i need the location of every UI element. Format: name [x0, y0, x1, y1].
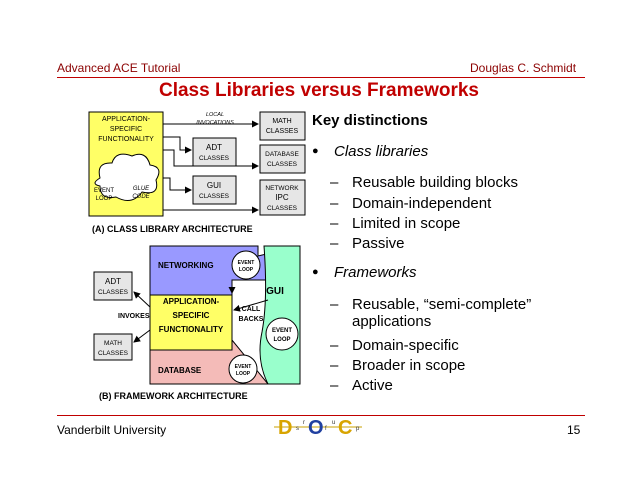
header-course-title: Advanced ACE Tutorial	[57, 61, 181, 75]
page-number: 15	[567, 423, 581, 437]
math-b-2: CLASSES	[98, 350, 129, 357]
database-classes-box-a	[259, 144, 306, 174]
event-loop-top-2: LOOP	[239, 267, 254, 273]
app-specific-box-b	[149, 294, 233, 351]
invocation-line-gui	[163, 177, 192, 194]
svg-text:D: D	[278, 417, 292, 439]
class-lib-item: –Domain-independent	[330, 195, 492, 212]
networking-label: NETWORKING	[158, 261, 214, 270]
math-a-1: MATH	[272, 118, 291, 125]
app-label-a-2: SPECIFIC	[110, 126, 142, 133]
glue-code-2: CODE	[132, 194, 150, 200]
svg-text:p: p	[356, 426, 360, 432]
event-loop-bottom-1: EVENT	[235, 364, 252, 370]
local-invocations-1: LOCAL	[206, 112, 224, 118]
event-loop-gui-2: LOOP	[273, 337, 290, 343]
key-distinctions-title: Key distinctions	[312, 112, 428, 129]
svg-text:O: O	[308, 417, 324, 439]
callbacks-2: BACKS	[239, 316, 264, 323]
svg-text:f: f	[325, 426, 327, 432]
framework-item: –Active	[330, 377, 393, 394]
framework-item: –Broader in scope	[330, 357, 466, 374]
framework-item: –Reusable, “semi-complete”applications	[330, 296, 532, 330]
footer-university: Vanderbilt University	[57, 423, 167, 437]
glue-code-1: GLUE	[133, 186, 150, 192]
bullet-dot-icon: ●	[312, 266, 319, 278]
app-label-b-2: SPECIFIC	[173, 311, 210, 320]
gui-region	[259, 245, 301, 385]
glue-code-cloud-icon	[94, 153, 160, 202]
class-lib-item: –Passive	[330, 235, 405, 252]
math-a-2: CLASSES	[266, 128, 299, 135]
database-label-b: DATABASE	[158, 366, 202, 375]
slide-title: Class Libraries versus Frameworks	[158, 80, 479, 101]
app-label-b-3: FUNCTIONALITY	[159, 325, 224, 334]
svg-text:s: s	[296, 426, 299, 432]
adt-a-1: ADT	[206, 143, 222, 152]
gui-classes-box-a	[192, 175, 237, 205]
event-loop-bottom-icon	[228, 354, 258, 384]
doc-logo-icon: D O C s r f u p	[274, 417, 362, 439]
framework-diagram: NETWORKING GUI DATABASE APPLICATION- SPE…	[93, 245, 301, 401]
adt-classes-box-a	[192, 137, 237, 167]
frameworks-label: Frameworks	[334, 264, 417, 281]
invokes-arrow-adt	[133, 291, 151, 308]
invokes-label: INVOKES	[118, 313, 150, 320]
invokes-arrow-math	[133, 329, 151, 343]
local-invocations-2: INVOCATIONS	[196, 120, 234, 126]
caption-a: (A) CLASS LIBRARY ARCHITECTURE	[92, 224, 253, 234]
app-label-b-1: APPLICATION-	[163, 297, 220, 306]
database-a-2: CLASSES	[267, 161, 298, 168]
event-loop-a-1: EVENT	[94, 188, 114, 194]
class-libraries-label: Class libraries	[334, 143, 429, 160]
footer-rule	[57, 415, 585, 416]
event-loop-top-icon	[231, 250, 261, 280]
app-label-a-1: APPLICATION-	[102, 116, 151, 123]
math-classes-box-b	[93, 333, 133, 361]
framework-item: –Domain-specific	[330, 337, 459, 354]
app-label-a-3: FUNCTIONALITY	[98, 136, 154, 143]
svg-text:r: r	[303, 420, 305, 426]
header-author: Douglas C. Schmidt	[470, 61, 577, 75]
header-rule	[57, 77, 585, 78]
adt-classes-box-b	[93, 271, 133, 301]
gui-label-b: GUI	[266, 286, 284, 297]
math-classes-box-a	[259, 111, 306, 141]
bullet-dot-icon: ●	[312, 145, 319, 157]
event-loop-top-1: EVENT	[238, 260, 255, 266]
svg-text:u: u	[332, 420, 335, 426]
bullet-class-libraries: ● Class libraries	[312, 143, 428, 160]
adt-b-1: ADT	[105, 277, 121, 286]
class-lib-item: –Reusable building blocks	[330, 174, 518, 191]
network-a-2: IPC	[275, 193, 289, 202]
svg-text:C: C	[338, 417, 352, 439]
event-loop-gui-icon	[265, 317, 299, 351]
event-loop-gui-1: EVENT	[272, 328, 292, 334]
caption-b: (B) FRAMEWORK ARCHITECTURE	[99, 391, 248, 401]
network-a-3: CLASSES	[267, 205, 298, 212]
callbacks-arrow-gui	[233, 299, 269, 312]
invocation-line-adt	[163, 136, 192, 154]
math-b-1: MATH	[104, 340, 122, 347]
callbacks-1: CALL	[242, 306, 261, 313]
gui-a-1: GUI	[207, 181, 221, 190]
event-loop-a-2: LOOP	[96, 196, 113, 202]
adt-b-2: CLASSES	[98, 289, 129, 296]
event-loop-bottom-2: LOOP	[236, 371, 251, 377]
network-a-1: NETWORK	[265, 185, 299, 192]
gui-a-2: CLASSES	[199, 193, 230, 200]
class-library-diagram: APPLICATION- SPECIFIC FUNCTIONALITY EVEN…	[88, 111, 306, 234]
bullet-frameworks: ● Frameworks	[312, 264, 417, 281]
database-a-1: DATABASE	[265, 151, 299, 158]
adt-a-2: CLASSES	[199, 155, 230, 162]
network-ipc-box-a	[259, 179, 306, 216]
class-lib-item: –Limited in scope	[330, 215, 461, 232]
